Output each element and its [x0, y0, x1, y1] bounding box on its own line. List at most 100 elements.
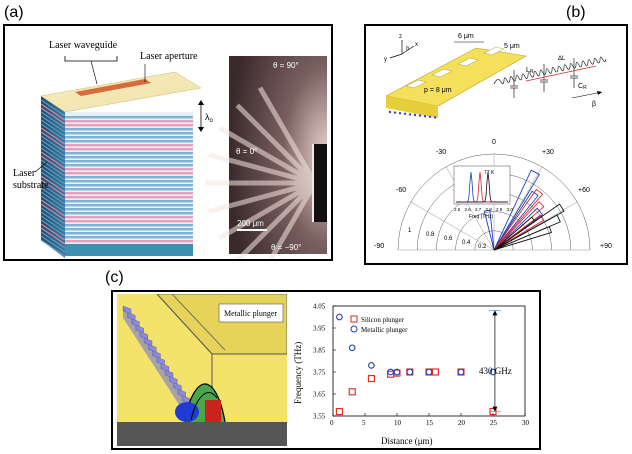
svg-text:x: x [415, 42, 418, 48]
angle-p90: +90 [600, 243, 612, 250]
metallic-data-point [406, 368, 414, 376]
x-tick-label: 25 [490, 419, 498, 427]
metallic-plunger-label: Metallic plunger [224, 309, 277, 318]
theta-m90-label: θ = −90° [271, 243, 301, 252]
metallic-data-point [489, 368, 497, 376]
inset-tick-label: 2.8 [486, 207, 493, 212]
dim-5um: 5 μm [504, 43, 520, 50]
metallic-data-point [393, 368, 401, 376]
farfield-image: θ = 90° θ = 0° θ = −90° 200 μm [205, 56, 327, 259]
x-tick-label: 15 [426, 419, 434, 427]
panel-a-label: (a) [4, 4, 24, 21]
angle-p30: +30 [542, 149, 554, 156]
y-tick-label: 3.55 [313, 413, 326, 421]
y-tick-label: 3.85 [313, 347, 326, 355]
delta-l-label: ΔL [558, 56, 566, 62]
beta-label: β [592, 101, 596, 108]
lr-label: LR [526, 67, 534, 75]
panel-a: λo Laser waveguide Laser aperture Laser … [3, 24, 333, 261]
laser-top-face [40, 71, 202, 113]
angle-m90: -90 [374, 243, 384, 250]
waveguide-bracket [64, 56, 118, 62]
cr-label: CR [578, 83, 587, 91]
laser-aperture-label: Laser aperture [140, 51, 198, 62]
legend-silicon-label: Silicon plunger [361, 316, 405, 324]
chart-xlabel: Distance (μm) [381, 436, 433, 446]
axes-triad [389, 40, 415, 59]
metamaterial-slab-top [385, 47, 527, 107]
inset-tick-label: 2.9 [496, 207, 503, 212]
legend-silicon-marker [350, 315, 358, 323]
field-red-lobe [205, 400, 221, 422]
silicon-data-point [335, 408, 343, 416]
metallic-data-point [425, 368, 433, 376]
panel-b-label: (b) [566, 4, 586, 21]
lc-circuit [493, 56, 607, 98]
angle-m30: -30 [436, 149, 446, 156]
lambda-label: λo [205, 112, 214, 124]
x-tick-label: 10 [394, 419, 402, 427]
radius-08: 0.8 [426, 232, 435, 238]
laser-substrate-label-1: Laser [13, 168, 36, 179]
temperature-label: 77 K [484, 170, 495, 176]
metallic-data-point [387, 368, 394, 376]
chart-legend: Silicon plunger Metallic plunger [350, 315, 408, 334]
svg-text:θ: θ [406, 46, 409, 52]
inset-tick-label: 2.6 [465, 207, 472, 212]
metamaterial-slab-front [386, 96, 438, 118]
laser-waveguide-label: Laser waveguide [49, 40, 118, 51]
metallic-plunger-box [218, 303, 284, 323]
y-tick-label: 3.75 [313, 369, 326, 377]
silicon-data-point [431, 368, 439, 376]
x-tick-label: 0 [330, 419, 334, 427]
laser-figure: λo Laser waveguide Laser aperture Laser … [13, 40, 327, 259]
field-blue-lobe [175, 402, 199, 422]
metallic-data-point [336, 313, 343, 321]
substrate-block [117, 422, 287, 446]
laser-side-stripes [40, 99, 66, 257]
x-tick-label: 20 [458, 419, 466, 427]
angle-m60: -60 [396, 187, 406, 194]
metallic-data-point [368, 362, 375, 369]
angle-p60: +60 [578, 187, 590, 194]
annotation-430ghz: 430 GHz [479, 366, 512, 376]
panel-b: z y x θ 6 μm 5 μm p = 8 μm LR CR ΔL β 0 -3… [364, 24, 628, 265]
dim-p: p = 8 μm [424, 87, 452, 94]
silicon-data-point [367, 375, 375, 383]
metallic-data-point [457, 368, 465, 376]
radius-06: 0.6 [444, 236, 453, 242]
y-tick-label: 3.65 [313, 391, 326, 399]
y-tick-label: 3.95 [313, 325, 326, 333]
metamaterial-figure: z y x θ 6 μm 5 μm p = 8 μm LR CR ΔL β 0 -3… [374, 33, 612, 251]
radius-1: 1 [408, 228, 412, 234]
inset-tick-label: 2.5 [454, 207, 461, 212]
inset-xlabel: Freq (THz) [469, 214, 494, 220]
polar-plot [397, 153, 591, 251]
panel-c: Metallic plunger 0 5 10 15 20 25 30 3.55 3.65 3.7… [111, 290, 541, 450]
panel-c-label: (c) [105, 269, 124, 286]
angle-0: 0 [492, 139, 496, 146]
x-tick-label: 30 [522, 419, 530, 427]
inset-tick-label: 3.0 [507, 207, 514, 212]
theta-0-label: θ = 0° [236, 147, 257, 156]
metallic-data-point [348, 344, 356, 352]
x-tick-label: 5 [362, 419, 366, 427]
svg-text:z: z [399, 34, 402, 40]
laser-front-face [65, 112, 193, 256]
legend-metallic-label: Metallic plunger [361, 326, 408, 334]
device-facet [313, 144, 327, 222]
legend-metallic-marker [350, 325, 358, 333]
scale-bar-label: 200 μm [237, 219, 264, 228]
radius-02: 0.2 [478, 244, 487, 250]
dim-6um: 6 μm [458, 33, 474, 40]
radius-04: 0.4 [462, 240, 471, 246]
theta-90-label: θ = 90° [273, 61, 299, 70]
silicon-data-point [348, 388, 356, 396]
inset-tick-label: 2.7 [475, 207, 482, 212]
plunger-render: Metallic plunger [117, 294, 287, 446]
laser-waveguide-ridge [75, 79, 151, 96]
chart-ylabel: Frequency (THz) [293, 342, 303, 404]
svg-text:y: y [384, 57, 387, 63]
